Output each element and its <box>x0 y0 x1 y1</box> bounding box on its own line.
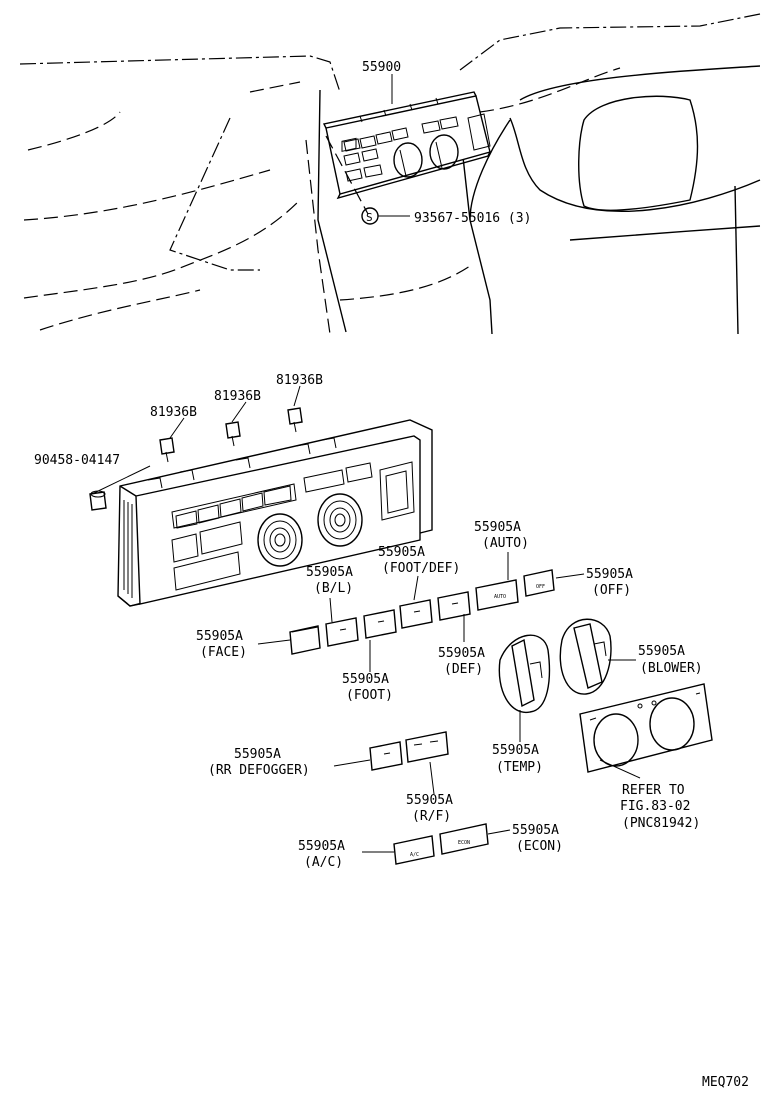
button-auto-mark: AUTO <box>494 594 506 600</box>
bulb-81936b-a <box>159 437 175 463</box>
button-def <box>437 591 471 621</box>
label-foot-def-part: 55905A <box>378 545 425 560</box>
bulb-81936b-c <box>287 407 303 433</box>
button-rr-defogger <box>369 741 403 771</box>
button-ac-mark: A/C <box>410 852 419 858</box>
label-blower-name: (BLOWER) <box>640 661 703 676</box>
socket-90458 <box>89 490 107 511</box>
label-ac-name: (A/C) <box>304 855 343 870</box>
screw-symbol-circle <box>361 207 379 225</box>
label-refer-3: (PNC81942) <box>622 816 700 831</box>
installed-control-unit <box>322 91 491 215</box>
label-bulb-1: 81936B <box>150 405 197 420</box>
label-econ-part: 55905A <box>512 823 559 838</box>
label-rr-defogger-name: (RR DEFOGGER) <box>208 763 310 778</box>
button-foot-def <box>399 599 433 629</box>
leader-lines <box>91 74 641 853</box>
control-panel-assembly <box>117 419 433 607</box>
label-bl-part: 55905A <box>306 565 353 580</box>
button-auto: AUTO <box>475 579 519 611</box>
label-temp-name: (TEMP) <box>496 760 543 775</box>
label-econ-name: (ECON) <box>516 839 563 854</box>
knob-temp <box>498 634 551 713</box>
label-foot-part: 55905A <box>342 672 389 687</box>
label-bulb-3: 81936B <box>276 373 323 388</box>
label-socket: 90458-04147 <box>34 453 120 468</box>
label-face-part: 55905A <box>196 629 243 644</box>
label-rf-name: (R/F) <box>412 809 451 824</box>
button-econ: ECON <box>439 823 489 855</box>
label-bl-name: (B/L) <box>314 581 353 596</box>
label-foot-def-name: (FOOT/DEF) <box>382 561 460 576</box>
label-refer-1: REFER TO <box>622 783 685 798</box>
label-foot-name: (FOOT) <box>346 688 393 703</box>
label-bulb-2: 81936B <box>214 389 261 404</box>
label-auto-name: (AUTO) <box>482 536 529 551</box>
label-assembly: 55900 <box>362 60 401 75</box>
control-face-plate <box>579 683 713 773</box>
bulb-81936b-b <box>225 421 241 447</box>
blower-dial-ring <box>317 493 363 547</box>
button-face <box>289 625 321 655</box>
button-off-mark: OFF <box>536 584 545 590</box>
screw-symbol: S <box>366 211 373 224</box>
label-off-name: (OFF) <box>592 583 631 598</box>
button-rf <box>405 731 449 763</box>
label-ac-part: 55905A <box>298 839 345 854</box>
button-foot <box>363 609 397 639</box>
button-ac: A/C <box>393 835 435 865</box>
label-rr-defogger-part: 55905A <box>234 747 281 762</box>
temp-dial-ring <box>257 513 303 567</box>
label-temp-part: 55905A <box>492 743 539 758</box>
label-blower-part: 55905A <box>638 644 685 659</box>
knob-blower <box>559 618 612 695</box>
label-off-part: 55905A <box>586 567 633 582</box>
diagram-code: MEQ702 <box>702 1075 749 1090</box>
label-screw-note: 93567-55016 (3) <box>414 211 531 226</box>
label-def-part: 55905A <box>438 646 485 661</box>
button-econ-mark: ECON <box>458 840 470 846</box>
label-auto-part: 55905A <box>474 520 521 535</box>
label-rf-part: 55905A <box>406 793 453 808</box>
button-bl <box>325 617 359 647</box>
label-def-name: (DEF) <box>444 662 483 677</box>
label-face-name: (FACE) <box>200 645 247 660</box>
dashboard-outline <box>19 13 761 335</box>
label-refer-2: FIG.83-02 <box>620 799 690 814</box>
button-off: OFF <box>523 569 555 597</box>
